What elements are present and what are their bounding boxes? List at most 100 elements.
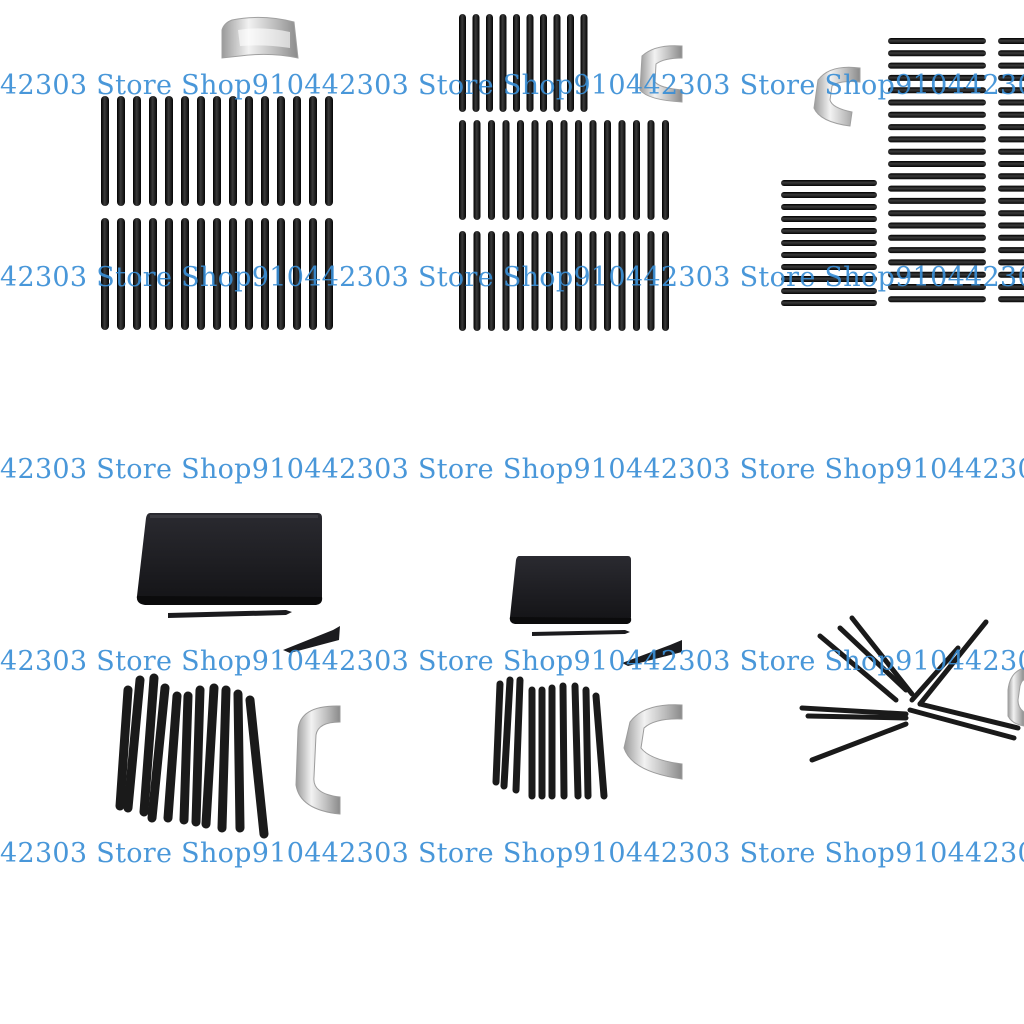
nib: [998, 136, 1024, 143]
nib: [888, 62, 986, 69]
nib: [998, 284, 1024, 290]
nib: [998, 296, 1024, 303]
nib: [589, 120, 597, 220]
nib: [888, 259, 986, 266]
nib: [502, 231, 510, 331]
nib: [486, 14, 493, 112]
nib: [553, 14, 561, 112]
nib: [197, 218, 205, 330]
nib: [998, 50, 1024, 57]
ring: [1007, 667, 1024, 727]
nib: [647, 231, 655, 331]
ring: [639, 45, 683, 103]
nib: [604, 120, 611, 220]
nib: [888, 99, 986, 106]
nib: [488, 120, 495, 220]
nib: [217, 685, 231, 833]
nib: [888, 148, 986, 155]
nib: [309, 218, 317, 330]
nib: [277, 96, 285, 206]
nib: [888, 234, 986, 241]
nib: [213, 96, 221, 206]
nib: [781, 192, 877, 198]
nib: [998, 148, 1024, 155]
nib: [149, 218, 157, 330]
nib: [133, 218, 141, 330]
nib: [809, 721, 909, 763]
nib: [473, 231, 481, 331]
nib: [517, 120, 524, 220]
nib: [781, 300, 877, 306]
nib: [998, 38, 1024, 44]
ring: [623, 704, 683, 780]
tile-2-nibs-grid: [459, 14, 669, 331]
nib: [229, 218, 237, 330]
nib: [560, 231, 568, 331]
nib: [888, 296, 986, 303]
nib: [517, 231, 524, 331]
nib: [531, 120, 539, 220]
nib: [998, 99, 1024, 106]
nib: [309, 96, 317, 206]
nib: [998, 234, 1024, 241]
nib: [592, 692, 608, 800]
nib: [888, 50, 986, 57]
nib: [633, 231, 640, 331]
nib: [233, 689, 245, 833]
nib: [998, 87, 1024, 94]
nib: [123, 675, 145, 813]
nib: [907, 707, 1017, 741]
nib: [917, 619, 989, 707]
nib: [181, 96, 189, 206]
nib: [998, 259, 1024, 266]
tile-4-tablet-and-nibs: [115, 513, 341, 839]
drawing-tablet: [136, 513, 323, 605]
nib: [499, 14, 507, 112]
nib: [888, 284, 986, 290]
nib: [998, 173, 1024, 180]
nib: [805, 713, 909, 721]
stylus-pen: [532, 630, 682, 666]
nib: [888, 74, 986, 81]
nib: [502, 120, 510, 220]
nib: [165, 218, 173, 330]
nib: [998, 161, 1024, 167]
nib: [618, 231, 626, 331]
nib: [817, 633, 899, 703]
nib: [618, 120, 626, 220]
nib: [917, 701, 1021, 731]
nib: [546, 120, 553, 220]
nib: [998, 197, 1024, 204]
nib: [909, 645, 961, 703]
nib: [781, 264, 877, 270]
nib: [512, 676, 524, 794]
drawing-tablet: [509, 556, 632, 624]
nib: [998, 222, 1024, 229]
tile-1-nibs-grid: [101, 96, 333, 330]
nib: [325, 96, 333, 206]
nib: [133, 96, 141, 206]
nib: [633, 120, 640, 220]
nib: [781, 180, 877, 186]
nib: [117, 218, 125, 330]
nib: [191, 685, 205, 827]
nib: [139, 673, 159, 817]
nib: [888, 271, 986, 278]
nib: [531, 231, 539, 331]
nib: [147, 683, 170, 823]
nib: [526, 14, 534, 112]
nib: [500, 676, 514, 790]
nib: [163, 691, 182, 823]
nib: [115, 685, 133, 811]
nib: [567, 14, 574, 112]
nib: [261, 218, 269, 330]
nib: [662, 231, 669, 331]
nib: [213, 218, 221, 330]
nib: [998, 111, 1024, 118]
nib: [888, 247, 986, 254]
nib: [245, 695, 269, 839]
nib: [559, 682, 568, 800]
nib: [998, 247, 1024, 254]
nib: [245, 218, 253, 330]
nib: [888, 87, 986, 94]
